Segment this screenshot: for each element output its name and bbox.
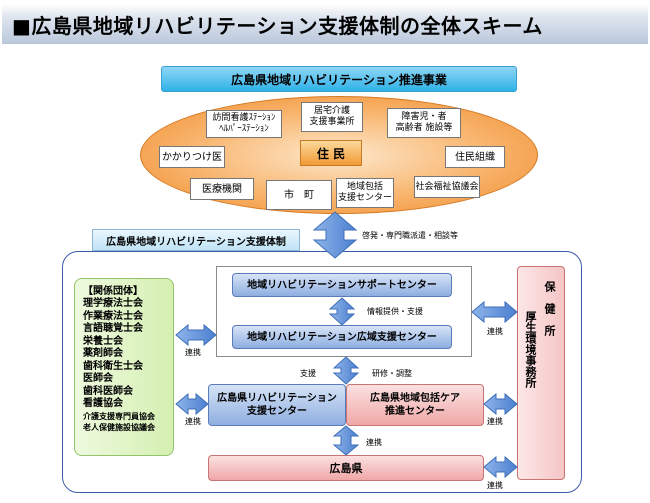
link-label-health-2: 連携 (487, 417, 503, 426)
health-center-col1: 保 健 所 (543, 281, 556, 336)
groups-wide-arrow (175, 323, 217, 347)
pref-link-arrow (332, 356, 360, 385)
frame-health-arrow (471, 300, 518, 324)
health-center-col2: 厚生環境事務所 (524, 311, 537, 388)
home-care-line1: 居宅介護 (313, 106, 350, 116)
page-title: ■広島県地域リハビリテーション支援体制の全体スキーム (12, 14, 543, 38)
support-center-box: 地域リハビリテーションサポートセンター (232, 273, 452, 297)
disabled-facilities-line1: 障害児・者 (401, 112, 447, 122)
family-doctor-box: かかりつけ医 (159, 146, 225, 168)
community-system-arrow (312, 211, 358, 259)
comprehensive-center-line2: 支援センター (337, 193, 392, 203)
pref-health-arrow (483, 392, 518, 416)
home-care-line2: 支援事業所 (309, 117, 355, 127)
pref-rehab-center-line2: 支援センター (247, 406, 307, 417)
disabled-facilities-line2: 高齢者 施設等 (395, 123, 453, 133)
prefecture-box: 広島県 (208, 455, 484, 481)
home-care-box: 居宅介護 支援事業所 (301, 102, 363, 132)
related-group-item: 栄養士会 (83, 335, 123, 347)
visiting-nursing-line1: 訪問看護ｽﾃｰｼｮﾝ (212, 113, 276, 123)
municipality-box: 市 町 (266, 180, 332, 210)
pref-comprehensive-line2: 推進センター (385, 406, 445, 417)
comprehensive-center-box: 地域包括 支援センター (336, 178, 394, 208)
comprehensive-center-line1: 地域包括 (346, 182, 383, 192)
prefecture-link-arrow (332, 425, 360, 456)
groups-pref-arrow (175, 392, 209, 416)
center-link-arrow (328, 297, 356, 326)
health-center-box: 保 健 所 厚生環境事務所 (517, 266, 565, 480)
title-bar (2, 4, 648, 44)
research-label: 研修・調整 (372, 369, 412, 378)
related-groups-list: 理学療法士会作業療法士会言語聴覚士会栄養士会薬剤師会歯科衛生士会医師会歯科医師会… (83, 298, 165, 433)
resident-box: 住 民 (300, 140, 362, 166)
related-group-item: 作業療法士会 (83, 310, 143, 322)
related-group-item: 理学療法士会 (83, 298, 143, 309)
top-arrow-label: 啓発・専門職派遣・相談等 (362, 231, 458, 240)
related-group-item: 介護支援専門員協会 (83, 411, 155, 421)
pref-rehab-center-line1: 広島県リハビリテーション (217, 393, 337, 404)
medical-institution-box: 医療機関 (190, 178, 254, 200)
link-label-groups-1: 連携 (185, 348, 201, 357)
related-group-item: 看護協会 (83, 398, 123, 409)
disabled-facilities-box: 障害児・者 高齢者 施設等 (387, 108, 461, 138)
support-label: 支援 (300, 369, 316, 378)
resident-org-box: 住民組織 (445, 146, 505, 168)
pref-comprehensive-line1: 広島県地域包括ケア (370, 393, 460, 404)
related-group-item: 薬剤師会 (83, 348, 123, 359)
visiting-nursing-box: 訪問看護ｽﾃｰｼｮﾝ ﾍﾙﾊﾟｰｽﾃｰｼｮﾝ (206, 110, 282, 138)
promotion-banner: 広島県地域リハビリテーション推進事業 (161, 66, 517, 92)
link-label-health-3: 連携 (487, 481, 503, 490)
info-label: 情報提供・支援 (367, 307, 423, 316)
related-group-item: 老人保健施設協議会 (83, 422, 155, 432)
related-groups-title: 【関係団体】 (83, 286, 143, 297)
related-group-item: 歯科医師会 (83, 385, 133, 397)
link-label-groups-2: 連携 (185, 417, 201, 426)
social-welfare-box: 社会福祉協議会 (414, 176, 480, 198)
pref-comprehensive-center-box: 広島県地域包括ケア 推進センター (346, 384, 484, 426)
related-group-item: 歯科衛生士会 (83, 360, 143, 372)
related-group-item: 医師会 (83, 373, 113, 384)
related-groups-box: 【関係団体】 理学療法士会作業療法士会言語聴覚士会栄養士会薬剤師会歯科衛生士会医… (74, 278, 174, 456)
link-label-health-1: 連携 (487, 327, 503, 336)
prefecture-health-arrow (483, 455, 518, 479)
link-label-center: 連携 (366, 438, 382, 447)
wide-area-center-box: 地域リハビリテーション広域支援センター (232, 325, 452, 349)
visiting-nursing-line2: ﾍﾙﾊﾟｰｽﾃｰｼｮﾝ (219, 124, 269, 134)
related-group-item: 言語聴覚士会 (83, 323, 143, 334)
system-label: 広島県地域リハビリテーション支援体制 (92, 229, 300, 251)
pref-rehab-center-box: 広島県リハビリテーション 支援センター (208, 384, 346, 426)
